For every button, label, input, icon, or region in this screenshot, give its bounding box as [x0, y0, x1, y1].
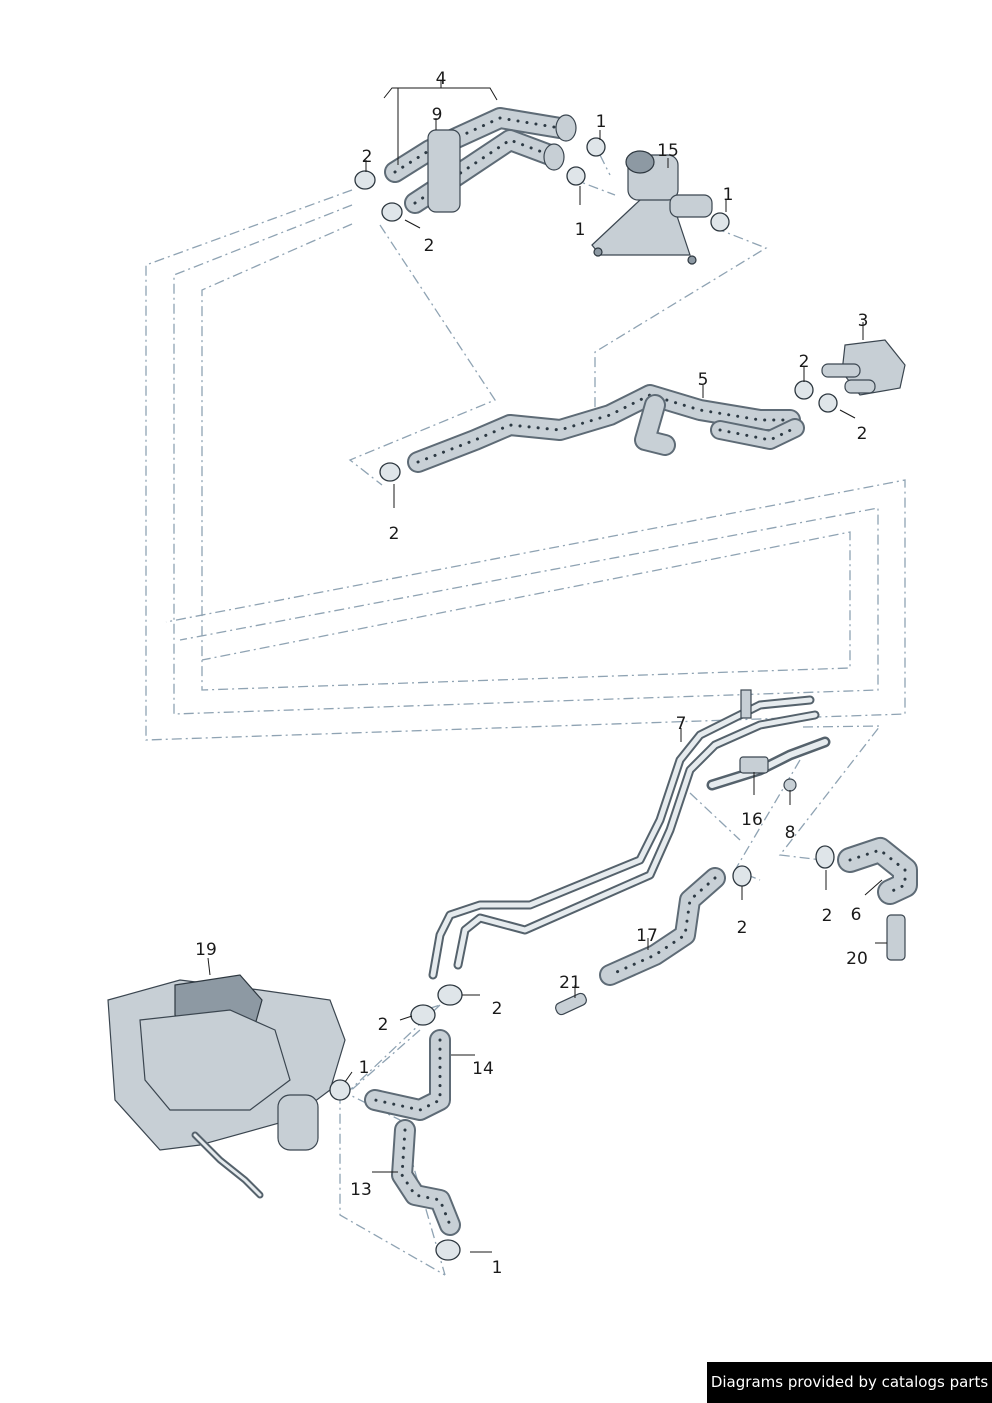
callout-21: 21: [559, 973, 581, 993]
clamp: [710, 212, 730, 232]
callout-2: 2: [492, 999, 503, 1019]
clamp: [435, 1239, 461, 1261]
auxiliary-heater-unit-19: [107, 974, 346, 1199]
callout-1: 1: [723, 185, 734, 205]
callout-13: 13: [350, 1180, 372, 1200]
callout-17: 17: [636, 926, 658, 946]
callout-1: 1: [359, 1058, 370, 1078]
elbow-hose-6: [837, 837, 918, 905]
leader-lines: [207, 80, 887, 1253]
connector-21: [555, 992, 587, 1016]
callout-1: 1: [575, 220, 586, 240]
bolt-8: [783, 778, 797, 805]
callout-labels: 4 9 2 2 1 15 1 1 3 2 5 2 2 7 16 8 2 6 2 …: [195, 69, 868, 1278]
callout-8: 8: [785, 823, 796, 843]
clamp: [818, 393, 838, 413]
heater-flange: [427, 129, 461, 213]
callout-3: 3: [858, 311, 869, 331]
callout-5: 5: [698, 370, 709, 390]
coolant-hose-13: [391, 1119, 461, 1236]
callout-2: 2: [389, 524, 400, 544]
coolant-valve: [591, 150, 713, 265]
clamp: [437, 984, 463, 1006]
assembly-guide-lines: [145, 154, 906, 1276]
clamp: [732, 865, 752, 887]
callout-9: 9: [432, 105, 443, 125]
callout-7: 7: [676, 714, 687, 734]
connector-20: [886, 914, 906, 961]
callout-16: 16: [741, 810, 763, 830]
clamp: [354, 170, 376, 190]
callout-2: 2: [822, 906, 833, 926]
coolant-hose-17: [599, 867, 726, 986]
clamp: [815, 845, 835, 869]
callout-2: 2: [799, 352, 810, 372]
clamp: [329, 1079, 351, 1101]
coolant-hose-14: [364, 1029, 451, 1121]
clamp: [566, 166, 586, 186]
catalog-credit-banner: Diagrams provided by catalogs parts: [707, 1362, 992, 1403]
metal-coolant-pipe-7: [428, 689, 820, 980]
callout-14: 14: [472, 1059, 494, 1079]
clamp: [794, 380, 814, 400]
callout-2: 2: [737, 918, 748, 938]
callout-2: 2: [424, 236, 435, 256]
clamp: [586, 137, 606, 157]
callout-19: 19: [195, 940, 217, 960]
clamp: [410, 1004, 436, 1026]
clamp: [379, 462, 401, 482]
callout-15: 15: [657, 141, 679, 161]
clamp: [381, 202, 403, 222]
callout-20: 20: [846, 949, 868, 969]
small-pipe-16: [706, 736, 831, 791]
callout-2: 2: [857, 424, 868, 444]
bulkhead-flange: [821, 339, 906, 396]
callout-4: 4: [436, 69, 447, 89]
coolant-hose-5: [407, 384, 805, 473]
callout-1: 1: [492, 1258, 503, 1278]
callout-2: 2: [378, 1015, 389, 1035]
heater-core-pipe-assembly: [384, 107, 577, 214]
callout-6: 6: [851, 905, 862, 925]
hose-clamps: [329, 137, 838, 1261]
callout-2: 2: [362, 147, 373, 167]
callout-1: 1: [596, 112, 607, 132]
